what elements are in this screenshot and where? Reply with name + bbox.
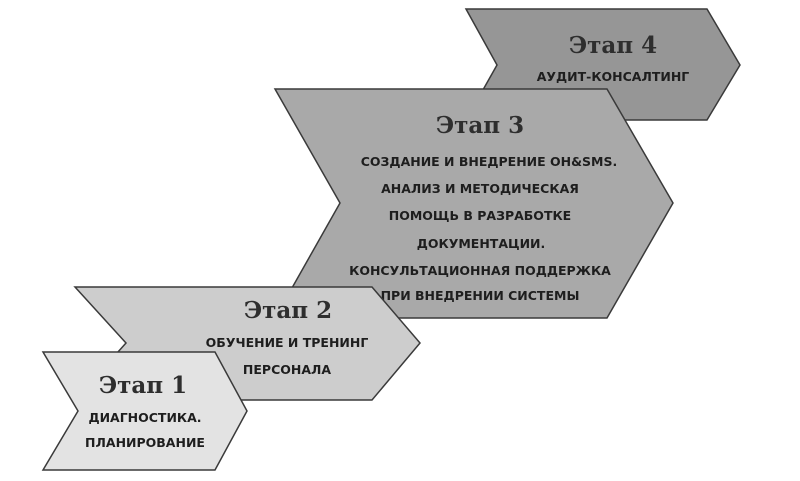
stage-3-line: СОЗДАНИЕ И ВНЕДРЕНИЕ OH&SMS. [361, 154, 617, 169]
stage-1: Этап 1 ДИАГНОСТИКА. ПЛАНИРОВАНИЕ [41, 351, 248, 471]
stage-1-line: ПЛАНИРОВАНИЕ [85, 435, 205, 450]
stage-2-line: ПЕРСОНАЛА [243, 362, 331, 377]
stage-1-chevron [41, 351, 248, 471]
stage-3-line: ДОКУМЕНТАЦИИ. [417, 236, 546, 251]
stage-3-line: АНАЛИЗ И МЕТОДИЧЕСКАЯ [381, 181, 579, 196]
stage-3-title: Этап 3 [436, 112, 524, 139]
stage-4-line: АУДИТ-КОНСАЛТИНГ [537, 69, 690, 84]
stage-2-line: ОБУЧЕНИЕ И ТРЕНИНГ [206, 335, 369, 350]
stage-2-title: Этап 2 [244, 297, 332, 324]
stage-3-chevron [273, 88, 674, 319]
stage-3-line: ПРИ ВНЕДРЕНИИ СИСТЕМЫ [381, 288, 580, 303]
stage-3-line: КОНСУЛЬТАЦИОННАЯ ПОДДЕРЖКА [349, 263, 611, 278]
stage-4-title: Этап 4 [569, 32, 657, 59]
stage-3: Этап 3 СОЗДАНИЕ И ВНЕДРЕНИЕ OH&SMS. АНАЛ… [273, 88, 674, 319]
stage-3-line: ПОМОЩЬ В РАЗРАБОТКЕ [389, 208, 571, 223]
stage-1-title: Этап 1 [99, 372, 187, 399]
stage-1-line: ДИАГНОСТИКА. [88, 410, 201, 425]
